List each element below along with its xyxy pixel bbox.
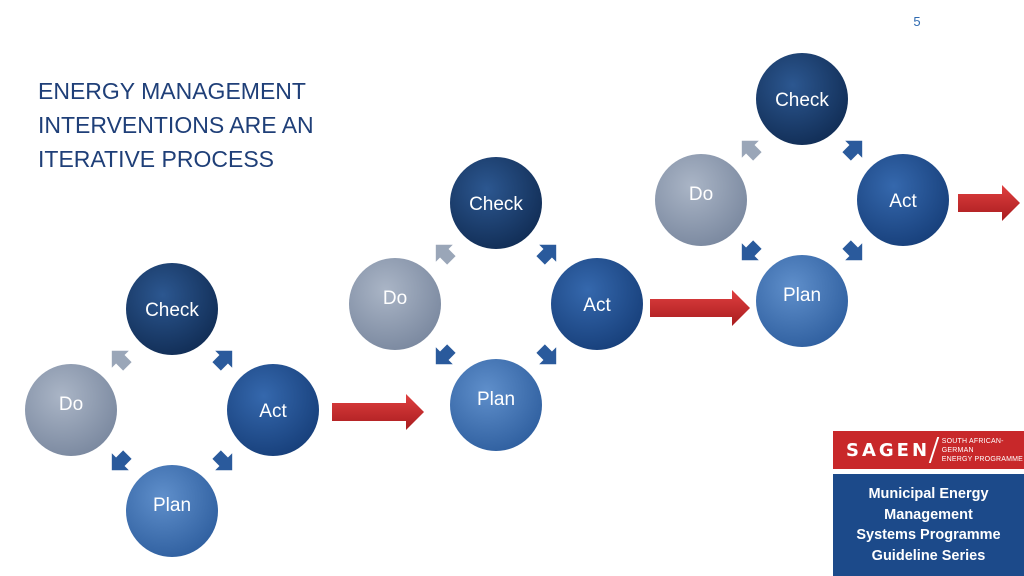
logo-subtitle-line-2: ENERGY PROGRAMME <box>941 455 1024 463</box>
sagen-logo: SAGEN SOUTH AFRICAN-GERMAN ENERGY PROGRA… <box>833 431 1024 469</box>
cycle-1-plan-node <box>126 465 218 557</box>
cycle-3-arrow-act-to-plan-icon <box>842 240 863 261</box>
cycle-3-arrow-do-to-check-icon <box>741 140 762 161</box>
cycle-2-arrow-check-to-act-icon <box>536 244 557 265</box>
cycle-3-act-node <box>857 154 949 246</box>
cycle-1-act-label: Act <box>259 401 287 422</box>
cycle-1-plan-label: Plan <box>153 495 191 516</box>
cycle-1-do-label: Do <box>59 394 83 415</box>
cycle-2-act-node <box>551 258 643 350</box>
cycle-3-do-node <box>655 154 747 246</box>
cycle-3-check-node <box>756 53 848 145</box>
cycle-1-arrow-do-to-check-icon <box>111 350 132 371</box>
guideline-series-box: Municipal Energy Management Systems Prog… <box>833 474 1024 576</box>
cycle-2-check-node <box>450 157 542 249</box>
cycle-1-act-node <box>227 364 319 456</box>
logo-slash-divider <box>928 437 940 463</box>
cycle-3-plan-node <box>756 255 848 347</box>
slide-title: ENERGY MANAGEMENT INTERVENTIONS ARE AN I… <box>38 74 418 176</box>
cycle-1-check-label: Check <box>145 300 199 321</box>
series-line-3: Systems Programme <box>856 527 1001 543</box>
cycle-2-act-label: Act <box>583 295 611 316</box>
logo-wordmark: SAGEN <box>846 439 931 461</box>
series-line-4: Guideline Series <box>871 547 986 564</box>
cycle-3-arrow-check-to-act-icon <box>842 140 863 161</box>
logo-subtitle: SOUTH AFRICAN-GERMAN ENERGY PROGRAMME <box>942 437 1024 464</box>
cycle-1-arrow-act-to-plan-icon <box>212 450 233 471</box>
cycle-3-act-label: Act <box>889 191 917 212</box>
cycle-2-arrow-plan-to-do-icon <box>435 344 456 365</box>
cycle-2-do-label: Do <box>383 288 407 309</box>
cycle-2-plan-label: Plan <box>477 389 515 410</box>
cycle-2-plan-node <box>450 359 542 451</box>
series-line-2: Management <box>884 506 973 523</box>
cycle-3-check-label: Check <box>775 90 829 111</box>
cycle-2-check-label: Check <box>469 194 523 215</box>
cycle-3-do-label: Do <box>689 184 713 205</box>
cycle-3-arrow-plan-to-do-icon <box>741 240 762 261</box>
transition-arrow-2-icon <box>650 290 750 326</box>
cycle-2-do-node <box>349 258 441 350</box>
title-line-1: ENERGY MANAGEMENT <box>38 78 306 104</box>
cycle-1-do-node <box>25 364 117 456</box>
title-line-3: ITERATIVE PROCESS <box>38 146 275 172</box>
transition-arrow-1-icon <box>332 394 424 430</box>
logo-subtitle-line-1: SOUTH AFRICAN-GERMAN <box>941 437 1004 454</box>
cycle-3-plan-label: Plan <box>783 285 821 306</box>
cycle-2-arrow-act-to-plan-icon <box>536 344 557 365</box>
cycle-1-arrow-check-to-act-icon <box>212 350 233 371</box>
cycle-1-arrow-plan-to-do-icon <box>111 450 132 471</box>
cycle-2-arrow-do-to-check-icon <box>435 244 456 265</box>
page-number: 5 <box>913 14 921 29</box>
cycle-1-check-node <box>126 263 218 355</box>
transition-arrow-3-icon <box>958 185 1020 221</box>
title-line-2: INTERVENTIONS ARE AN <box>38 112 314 138</box>
series-line-1: Municipal Energy <box>868 486 989 502</box>
